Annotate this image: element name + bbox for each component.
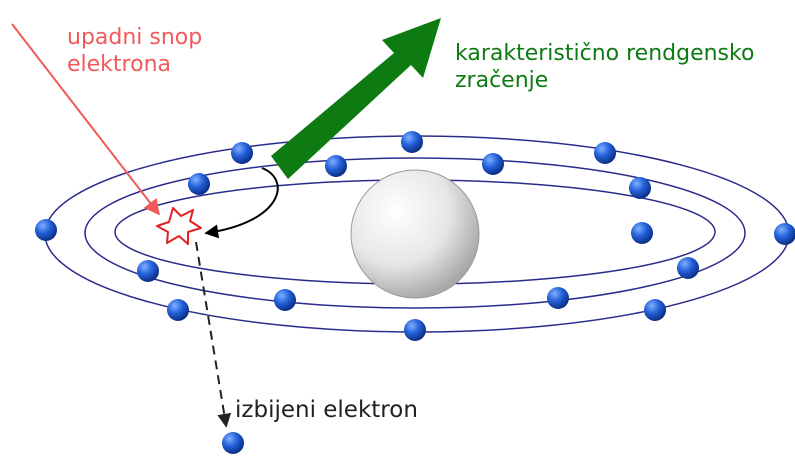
electron — [401, 131, 423, 153]
electron — [325, 155, 347, 177]
ejected-electron — [222, 432, 244, 454]
characteristic-xray-label: karakteristično rendgensko zračenje — [455, 41, 755, 93]
incident-beam-label: upadni snop elektrona — [67, 25, 203, 77]
electron — [167, 299, 189, 321]
electrons — [35, 131, 795, 454]
orbit-middle — [84, 157, 746, 309]
electron — [274, 289, 296, 311]
electron — [35, 219, 57, 241]
xray-arrow — [271, 18, 441, 179]
electron — [404, 319, 426, 341]
electron — [644, 299, 666, 321]
electron — [137, 260, 159, 282]
electron — [631, 222, 653, 244]
electron — [594, 142, 616, 164]
vacancy-burst-icon — [156, 207, 202, 245]
electron — [677, 257, 699, 279]
electron — [547, 287, 569, 309]
electron — [774, 223, 795, 245]
electron — [629, 177, 651, 199]
electron — [482, 153, 504, 175]
ejected-electron-label: izbijeni elektron — [235, 397, 418, 423]
transition-arrow — [204, 167, 279, 239]
ejected-path-arrow — [195, 241, 232, 428]
nucleus-icon — [350, 169, 480, 299]
incident-beam-arrow — [11, 23, 160, 216]
electron — [231, 142, 253, 164]
electron — [188, 173, 210, 195]
